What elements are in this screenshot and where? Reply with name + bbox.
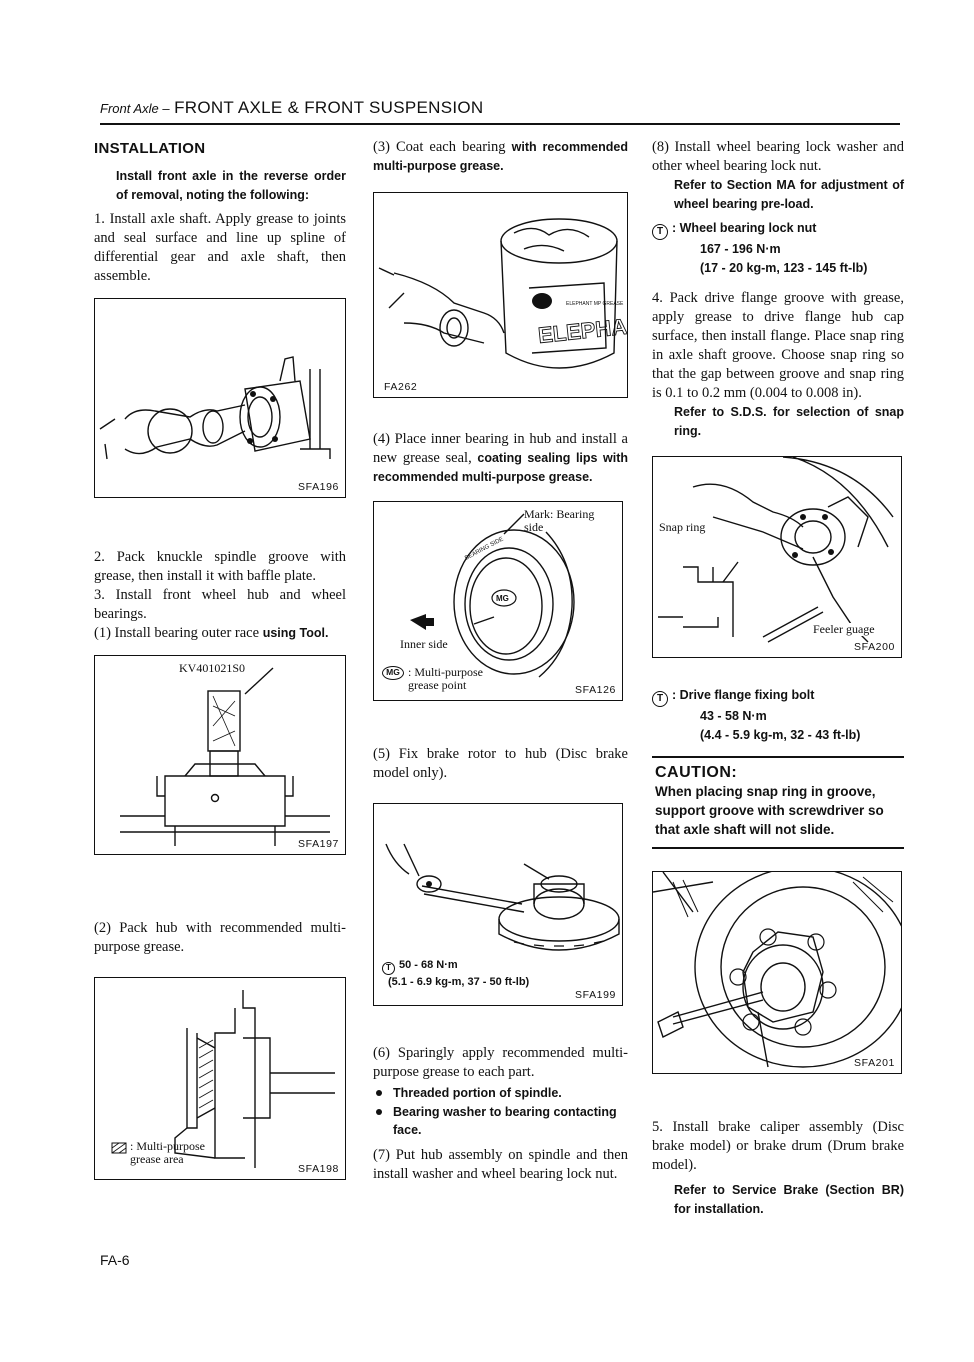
mg-mark: MG <box>496 594 509 603</box>
can-brand-text: ELEPHANT <box>537 311 627 348</box>
axle-shaft-illustration <box>99 356 331 460</box>
grease-can-illustration: ELEPHANT ELEPHANT MP GREASE <box>378 218 627 369</box>
step-3-4: (4) Place inner bearing in hub and insta… <box>373 431 629 484</box>
tool-number: KV401021S0 <box>179 661 246 675</box>
refer-br: Refer to Service Brake (Section BR) for … <box>674 1183 904 1216</box>
step-3-6: (6) Sparingly apply recommended multi-pu… <box>373 1045 628 1080</box>
flange-bolt-spec: T: Drive flange fixing bolt 43 - 58 N·m … <box>652 686 904 744</box>
refer-ma: Refer to Section MA for adjustment of wh… <box>674 178 904 211</box>
figure-sfa198: : Multi-purpose grease area SFA198 <box>94 977 346 1180</box>
figure-code: SFA197 <box>298 838 339 850</box>
torque-symbol: T <box>652 224 668 240</box>
brake-rotor-illustration <box>385 843 620 951</box>
page-title: FRONT AXLE & FRONT SUSPENSION <box>174 98 484 117</box>
figure-sfa200: Snap ring Feeler guage SFA200 <box>652 456 902 658</box>
page-number: FA-6 <box>100 1252 130 1268</box>
figure-code: SFA200 <box>854 641 895 653</box>
lock-nut-spec: T: Wheel bearing lock nut 167 - 196 N·m … <box>652 219 904 277</box>
refer-sds: Refer to S.D.S. for selection of snap ri… <box>674 405 904 438</box>
column-3: (8) Install wheel bearing lock washer an… <box>652 138 904 1218</box>
step-3-5: (5) Fix brake rotor to hub (Disc brake m… <box>373 746 628 781</box>
step-1: 1. Install axle shaft. Apply grease to j… <box>94 211 346 284</box>
figure-sfa201: SFA201 <box>652 871 902 1074</box>
caution-box: CAUTION: When placing snap ring in groov… <box>652 756 904 849</box>
figure-sfa196: SFA196 <box>94 298 346 498</box>
snap-ring-label: Snap ring <box>659 520 706 534</box>
bearing-side-label: Mark: Bearing side <box>524 507 595 534</box>
caution-title: CAUTION: <box>655 764 738 781</box>
can-small-text: ELEPHANT MP GREASE <box>566 301 624 307</box>
intro-text: Install front axle in the reverse order … <box>116 169 346 202</box>
step-3-3: (3) Coat each bearing with recommended m… <box>373 139 628 173</box>
section-label: Front Axle – <box>100 101 170 116</box>
grease-seal-illustration: MG BEARING SIDE <box>410 513 575 678</box>
torque-symbol: T <box>382 962 395 975</box>
step-3-8: (8) Install wheel bearing lock washer an… <box>652 139 904 174</box>
column-1: INSTALLATION Install front axle in the r… <box>94 138 346 1180</box>
page-header: Front Axle – FRONT AXLE & FRONT SUSPENSI… <box>100 98 900 118</box>
grease-area-legend: : Multi-purpose grease area <box>130 1139 205 1166</box>
grease-point-legend: MG : Multi-purpose grease point <box>382 666 502 692</box>
flange-bolt-illustration <box>653 872 901 1068</box>
figure-code: SFA198 <box>298 1163 339 1175</box>
figure-code: SFA199 <box>575 989 616 1001</box>
inner-side-label: Inner side <box>400 637 448 651</box>
bullet-washer: Bearing washer to bearing contacting fac… <box>373 1103 628 1140</box>
figure-code: FA262 <box>384 381 418 393</box>
bullet-spindle: Threaded portion of spindle. <box>373 1084 628 1103</box>
header-rule <box>100 123 900 125</box>
figure-code: SFA196 <box>298 481 339 493</box>
figure-sfa197: KV401021S0 SFA197 <box>94 655 346 855</box>
step-3-1: (1) Install bearing outer race using Too… <box>94 625 329 641</box>
installation-heading: INSTALLATION <box>94 140 206 157</box>
column-2: (3) Coat each bearing with recommended m… <box>373 138 628 1184</box>
caution-text: When placing snap ring in groove, suppor… <box>655 784 884 837</box>
figure-sfa126: MG BEARING SIDE Mark: Bearing side Inner… <box>373 501 623 701</box>
feeler-gauge-label: Feeler guage <box>813 622 875 636</box>
step-4: 4. Pack drive flange groove with grease,… <box>652 290 904 401</box>
torque-symbol: T <box>652 691 668 707</box>
step-3-2: (2) Pack hub with recommended multi-purp… <box>94 920 346 955</box>
step-3-7: (7) Put hub assembly on spindle and then… <box>373 1146 628 1182</box>
step-3: 3. Install front wheel hub and wheel bea… <box>94 587 346 622</box>
step-2: 2. Pack knuckle spindle groove with grea… <box>94 549 346 584</box>
figure-code: SFA201 <box>854 1057 895 1069</box>
bearing-race-tool-illustration <box>120 667 330 846</box>
figure-code: SFA126 <box>575 684 616 696</box>
step-5: 5. Install brake caliper assembly (Disc … <box>652 1119 904 1173</box>
mg-symbol: MG <box>382 666 404 680</box>
hub-grease-area-illustration <box>111 990 335 1168</box>
figure-fa262: ELEPHANT ELEPHANT MP GREASE FA262 <box>373 192 628 398</box>
